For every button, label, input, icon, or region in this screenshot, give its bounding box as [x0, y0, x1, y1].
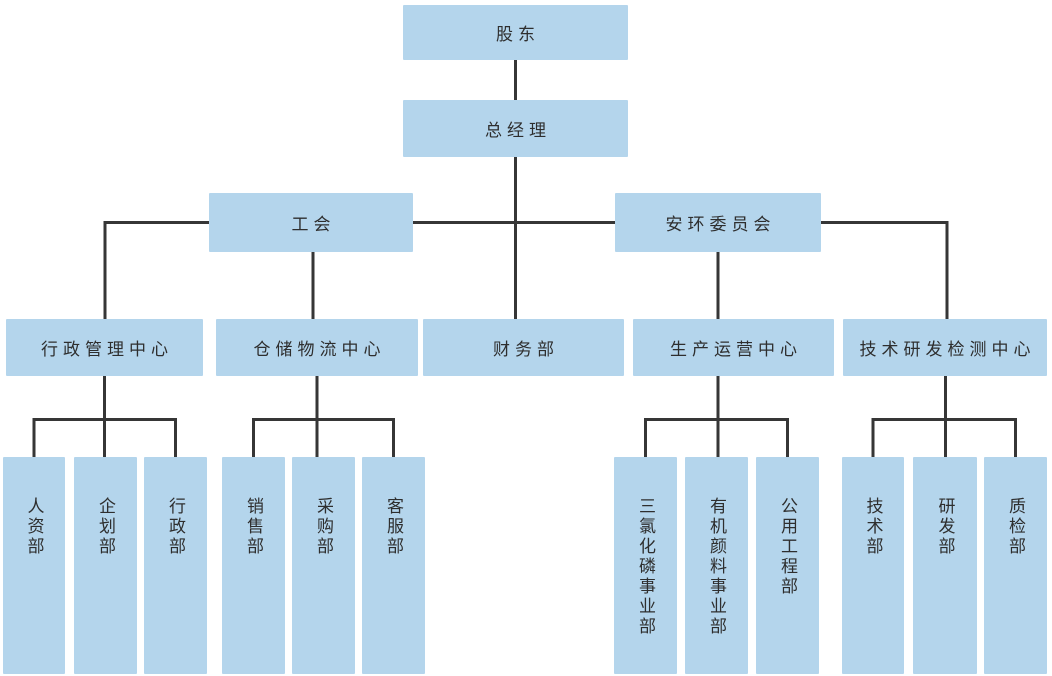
node-labor-union-label: 工会 — [291, 215, 336, 234]
node-sales-dept-label: 销售部 — [244, 497, 263, 557]
node-customer-service-dept: 客服部 — [362, 457, 425, 674]
node-organic-pigment-division-label: 有机颜料事业部 — [707, 497, 726, 637]
node-safety-env-committee: 安环委员会 — [615, 193, 821, 252]
node-sales-dept: 销售部 — [222, 457, 285, 674]
node-warehouse-logistics-center: 仓储物流中心 — [216, 319, 418, 376]
node-utility-engineering-dept: 公用工程部 — [756, 457, 819, 674]
node-organic-pigment-division: 有机颜料事业部 — [685, 457, 748, 674]
node-technology-dept-label: 技术部 — [863, 497, 883, 557]
node-technology-dept: 技术部 — [842, 457, 904, 674]
node-pcl3-division-label: 三氯化磷事业部 — [636, 497, 655, 637]
node-planning-dept: 企划部 — [74, 457, 137, 674]
node-tech-rd-center: 技术研发检测中心 — [843, 319, 1047, 376]
node-tech-rd-center-label: 技术研发检测中心 — [859, 340, 1036, 359]
node-purchasing-dept-label: 采购部 — [314, 497, 333, 557]
node-hr-dept: 人资部 — [3, 457, 65, 674]
node-hr-dept-label: 人资部 — [24, 497, 44, 557]
node-general-manager: 总经理 — [403, 100, 628, 157]
node-pcl3-division: 三氯化磷事业部 — [614, 457, 677, 674]
node-production-center: 生产运营中心 — [633, 319, 834, 376]
node-labor-union: 工会 — [209, 193, 413, 252]
node-utility-engineering-dept-label: 公用工程部 — [778, 497, 797, 597]
node-admin-center: 行政管理中心 — [6, 319, 203, 376]
node-admin-center-label: 行政管理中心 — [41, 340, 173, 359]
node-customer-service-dept-label: 客服部 — [384, 497, 403, 557]
node-shareholders: 股东 — [403, 5, 628, 60]
node-purchasing-dept: 采购部 — [292, 457, 355, 674]
node-safety-env-committee-label: 安环委员会 — [665, 215, 776, 234]
node-planning-dept-label: 企划部 — [96, 497, 115, 557]
node-finance-dept-label: 财务部 — [493, 340, 559, 359]
node-quality-inspection-dept: 质检部 — [984, 457, 1047, 674]
node-rd-dept: 研发部 — [913, 457, 977, 674]
node-administration-dept-label: 行政部 — [166, 497, 185, 557]
node-production-center-label: 生产运营中心 — [670, 340, 802, 359]
node-general-manager-label: 总经理 — [485, 121, 551, 140]
node-warehouse-logistics-center-label: 仓储物流中心 — [253, 340, 386, 359]
node-shareholders-label: 股东 — [496, 25, 540, 44]
node-administration-dept: 行政部 — [144, 457, 207, 674]
node-rd-dept-label: 研发部 — [935, 497, 955, 557]
node-finance-dept: 财务部 — [423, 319, 624, 376]
node-quality-inspection-dept-label: 质检部 — [1006, 497, 1025, 557]
